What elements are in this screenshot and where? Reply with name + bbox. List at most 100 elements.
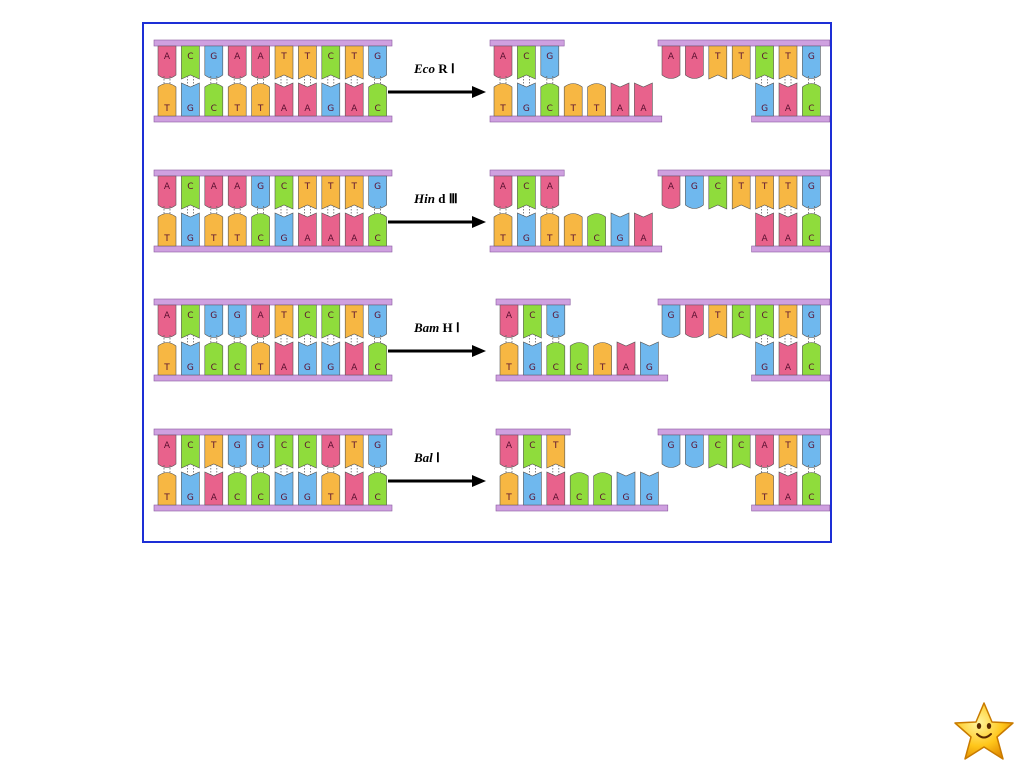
right-fragment-top-base: T [778,175,798,210]
base-letter: T [280,311,287,321]
intact-bottom-base: C [368,213,387,247]
base-letter: C [576,493,582,503]
base-letter: A [553,493,560,503]
enzyme-suffix-part: R Ⅰ [435,61,455,76]
base-letter: A [785,234,792,244]
left-fragment-bottom-base: T [493,213,513,247]
base-letter: T [499,234,506,244]
left-fragment-top-base: C [517,175,536,210]
base-letter: G [668,311,675,321]
right-fragment-top-base: T [755,175,774,210]
base-letter: T [784,52,791,62]
enzyme-name-label: Bam H Ⅰ [413,320,460,335]
base-letter: T [163,493,170,503]
base-letter: A [500,182,507,192]
base-letter: C [529,441,535,451]
intact-bottom-base: T [227,213,247,247]
base-letter: T [505,493,512,503]
right-fragment-top-base: C [708,434,728,469]
intact-bottom-base: C [227,472,247,506]
base-letter: G [187,104,194,114]
base-letter: T [714,311,721,321]
intact-bottom-backbone [153,245,393,253]
left-fragment-bottom-base: C [593,472,612,506]
intact-bottom-base: G [298,341,317,376]
intact-bottom-base: T [227,83,247,117]
base-letter: G [327,363,334,373]
base-letter: C [529,311,535,321]
left-fragment-bottom-base: C [569,472,589,506]
right-fragment-top-base: G [802,434,821,468]
intact-bottom-base: A [274,82,294,117]
base-letter: A [547,182,554,192]
right-fragment-bottom-base: C [802,342,821,376]
base-letter: T [499,104,506,114]
base-letter: C [374,104,380,114]
intact-bottom-base: C [368,83,387,117]
enzyme-italic-part: Hin [413,191,435,206]
base-letter: G [529,363,536,373]
base-letter: C [599,493,605,503]
right-fragment-top-base: C [755,304,774,339]
base-letter: G [808,311,815,321]
left-fragment-bottom-base: A [634,82,653,117]
base-letter: T [233,104,240,114]
intact-bottom-base: C [368,472,387,506]
base-letter: C [808,234,814,244]
base-letter: T [593,104,600,114]
base-letter: T [163,104,170,114]
intact-bottom-base: G [298,471,317,506]
right-fragment-top-base: G [661,304,681,338]
base-letter: A [164,52,171,62]
base-letter: G [210,52,217,62]
base-letter: C [808,363,814,373]
base-letter: A [785,104,792,114]
intact-bottom-base: T [204,213,224,247]
base-letter: T [569,104,576,114]
right-fragment-bottom-base: A [778,212,798,247]
base-letter: A [304,104,311,114]
base-letter: G [257,441,264,451]
base-letter: A [258,311,265,321]
intact-bottom-base: G [321,341,341,376]
base-letter: C [593,234,599,244]
intact-bottom-base: T [321,472,341,506]
intact-bottom-base: G [181,212,200,247]
intact-bottom-base: G [181,341,200,376]
base-letter: C [304,311,310,321]
base-letter: T [569,234,576,244]
enzyme-suffix-part: H Ⅰ [439,320,459,335]
base-letter: A [164,182,171,192]
base-letter: G [623,493,630,503]
base-letter: A [234,52,241,62]
intact-bottom-base: C [368,342,387,376]
intact-top-base: G [251,175,270,209]
intact-bottom-base: A [344,212,364,247]
intact-top-base: G [227,304,247,338]
base-letter: G [691,441,698,451]
enzyme-suffix-part: Ⅰ [433,450,440,465]
enzyme-name-label: Bal Ⅰ [413,450,440,465]
base-letter: T [257,104,264,114]
right-fragment-bottom-base: G [755,82,774,117]
intact-bottom-base: A [298,82,317,117]
right-fragment-bottom-base: G [755,341,774,376]
base-letter: C [523,52,529,62]
intact-top-base: C [181,45,200,80]
base-letter: A [281,104,288,114]
left-fragment-top-base: C [523,434,542,469]
intact-bottom-base: C [251,472,270,506]
intact-bottom-base: G [181,471,200,506]
right-fragment-bottom-base: C [802,472,821,506]
intact-top-base: T [274,304,294,339]
left-fragment-bottom-base: C [546,342,566,376]
base-letter: C [808,493,814,503]
base-letter: A [258,52,265,62]
base-letter: C [761,311,767,321]
right-fragment-top-base: G [802,304,821,338]
base-letter: G [234,441,241,451]
right-fragment-top-base: T [778,304,798,339]
left-fragment-bottom-base: C [569,342,589,376]
left-fragment-bottom-backbone [489,245,663,253]
right-fragment-top-base: G [685,434,704,468]
